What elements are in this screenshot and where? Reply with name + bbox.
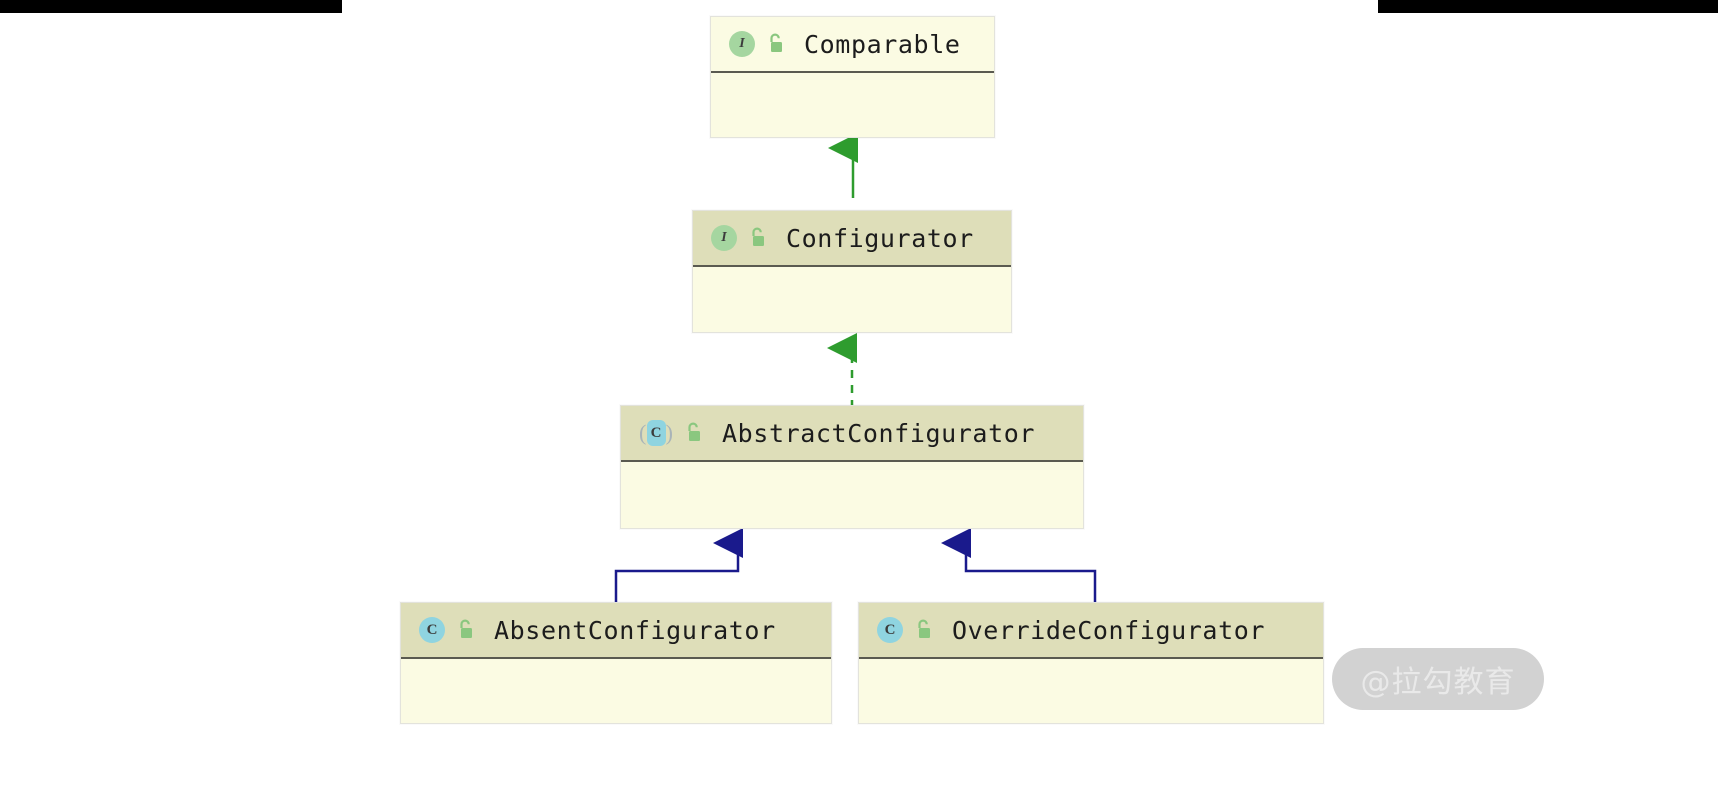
edge-overrideconfigurator-extends-abstractconfigurator <box>941 528 1097 605</box>
edge-absentconfigurator-extends-abstractconfigurator <box>614 528 743 605</box>
open-lock-icon <box>755 31 786 57</box>
screenshot-crop-bar-left <box>0 0 342 13</box>
interface-icon: I <box>729 31 755 57</box>
abstract-paren-right: ) <box>665 420 673 445</box>
class-icon: C <box>877 617 903 643</box>
uml-node-title: Comparable <box>804 29 961 59</box>
interface-icon: I <box>711 225 737 251</box>
uml-node-members <box>693 267 1011 332</box>
uml-node-header: I Comparable <box>711 17 994 73</box>
uml-node-title: OverrideConfigurator <box>952 615 1266 645</box>
uml-node-configurator[interactable]: I Configurator <box>692 210 1012 333</box>
uml-node-header: ( C ) AbstractConfigurator <box>621 406 1083 462</box>
uml-node-members <box>401 659 831 723</box>
open-lock-icon <box>737 225 768 251</box>
abstract-class-icon: ( C ) <box>639 420 673 446</box>
open-lock-icon <box>903 617 934 643</box>
uml-node-members <box>859 659 1323 723</box>
open-lock-icon <box>673 420 704 446</box>
uml-node-header: I Configurator <box>693 211 1011 267</box>
uml-node-members <box>711 73 994 137</box>
uml-node-members <box>621 462 1083 528</box>
watermark-text: @拉勾教育 <box>1360 665 1516 700</box>
uml-node-title: AbstractConfigurator <box>722 418 1036 448</box>
uml-node-header: C AbsentConfigurator <box>401 603 831 659</box>
uml-node-header: C OverrideConfigurator <box>859 603 1323 659</box>
uml-node-comparable[interactable]: I Comparable <box>710 16 995 138</box>
watermark-badge: @拉勾教育 <box>1332 648 1544 710</box>
open-lock-icon <box>445 617 476 643</box>
uml-node-override-configurator[interactable]: C OverrideConfigurator <box>858 602 1324 724</box>
class-icon: C <box>419 617 445 643</box>
abstract-paren-left: ( <box>639 420 647 445</box>
uml-node-absent-configurator[interactable]: C AbsentConfigurator <box>400 602 832 724</box>
uml-node-title: Configurator <box>786 223 974 253</box>
uml-node-title: AbsentConfigurator <box>494 615 776 645</box>
uml-node-abstract-configurator[interactable]: ( C ) AbstractConfigurator <box>620 405 1084 529</box>
screenshot-crop-bar-right <box>1378 0 1718 13</box>
